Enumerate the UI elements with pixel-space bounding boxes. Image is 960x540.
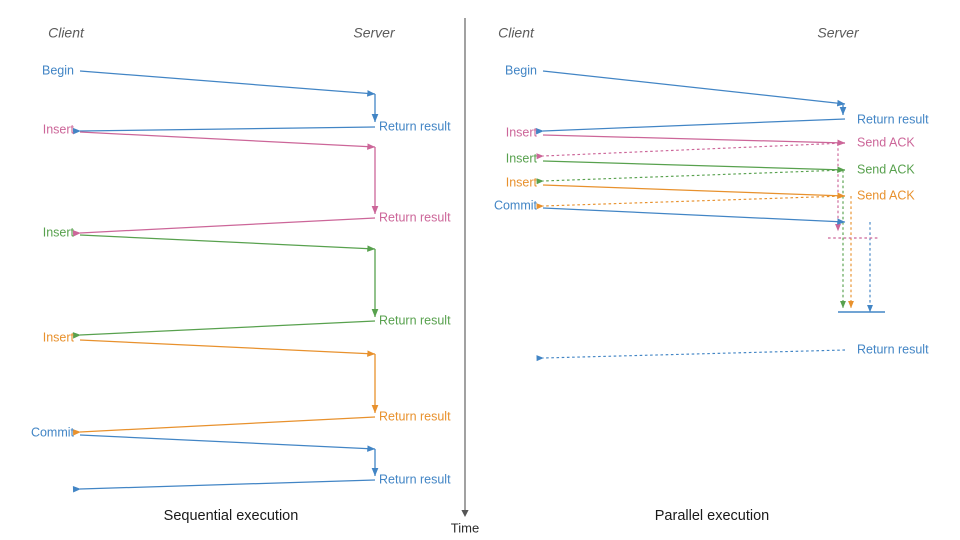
response-arrow-sequential-4: [72, 479, 376, 493]
response-arrow-parallel-0: [535, 118, 846, 135]
message-label-parallel-7: Send ACK: [857, 188, 915, 202]
response-arrow-sequential-3: [72, 416, 376, 436]
response-arrow-parallel-3: [536, 195, 846, 210]
request-arrow-sequential-4: [79, 434, 376, 452]
message-label-sequential-6: Insert: [43, 330, 75, 344]
panel-caption-sequential: Sequential execution: [164, 508, 299, 524]
lane-header-client-parallel: Client: [498, 25, 535, 41]
response-arrow-sequential-2: [72, 320, 376, 339]
message-label-sequential-9: Return result: [379, 472, 451, 486]
request-arrow-sequential-1: [79, 131, 376, 150]
message-label-parallel-4: Insert: [506, 151, 538, 165]
message-label-sequential-5: Return result: [379, 313, 451, 327]
request-arrow-sequential-3: [79, 339, 376, 357]
lane-header-client-sequential: Client: [48, 25, 85, 41]
time-axis-label: Time: [451, 520, 479, 535]
response-arrow-parallel-4: [536, 349, 846, 362]
lane-header-server-sequential: Server: [353, 25, 396, 41]
message-label-sequential-3: Return result: [379, 210, 451, 224]
panel-caption-parallel: Parallel execution: [655, 508, 769, 524]
response-arrow-parallel-2: [536, 169, 846, 185]
message-label-sequential-7: Return result: [379, 409, 451, 423]
message-label-parallel-2: Insert: [506, 125, 538, 139]
message-label-parallel-0: Begin: [505, 63, 537, 77]
time-axis-arrowhead: [461, 510, 469, 517]
message-label-parallel-1: Return result: [857, 112, 929, 126]
message-label-sequential-2: Insert: [43, 122, 75, 136]
message-label-sequential-8: Commit: [31, 425, 75, 439]
lane-header-server-parallel: Server: [817, 25, 860, 41]
request-arrow-parallel-2: [542, 160, 846, 174]
message-label-sequential-4: Insert: [43, 225, 75, 239]
message-flows-parallel: [535, 70, 873, 362]
request-arrow-sequential-0: [79, 70, 376, 97]
join-bars-parallel: [828, 237, 885, 313]
message-flows-sequential: [72, 70, 379, 493]
message-label-sequential-1: Return result: [379, 119, 451, 133]
request-arrow-parallel-3: [542, 184, 846, 199]
response-arrow-sequential-1: [72, 217, 376, 237]
message-label-sequential-0: Begin: [42, 63, 74, 77]
request-arrow-parallel-1: [542, 134, 846, 147]
message-label-parallel-6: Insert: [506, 175, 538, 189]
request-arrow-sequential-2: [79, 234, 376, 252]
request-arrow-parallel-4: [542, 207, 846, 225]
response-arrow-parallel-1: [536, 142, 846, 160]
response-arrow-sequential-0: [72, 126, 376, 135]
message-label-parallel-8: Commit: [494, 198, 538, 212]
time-axis-group: Time: [451, 18, 479, 535]
request-arrow-parallel-0: [542, 70, 846, 107]
message-label-parallel-5: Send ACK: [857, 162, 915, 176]
message-label-parallel-9: Return result: [857, 342, 929, 356]
message-label-parallel-3: Send ACK: [857, 135, 915, 149]
